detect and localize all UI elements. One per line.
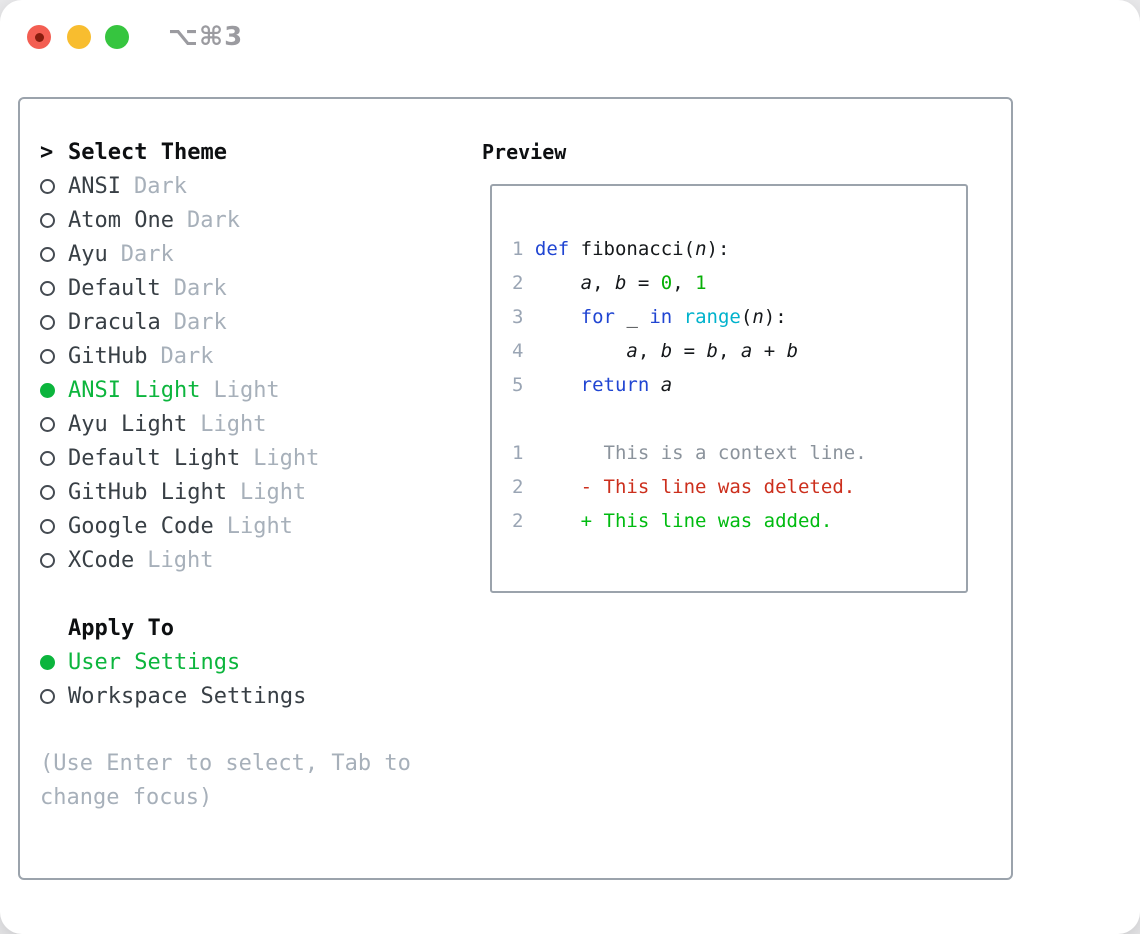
option-label: Workspace Settings: [68, 683, 307, 709]
option-theme-github[interactable]: GitHub Dark: [40, 339, 482, 373]
radio-icon: [40, 518, 55, 534]
option-theme-atom-one[interactable]: Atom One Dark: [40, 203, 482, 237]
option-label: Default Light: [68, 445, 241, 471]
radio-cell: [40, 552, 68, 568]
diff-line-add: 2 + This line was added.: [512, 510, 833, 532]
option-label: GitHub Light: [68, 479, 227, 505]
option-user-settings[interactable]: User Settings: [40, 645, 482, 679]
close-button[interactable]: [27, 25, 51, 49]
radio-icon: [40, 314, 55, 330]
preview-title: Preview: [482, 140, 567, 164]
hint-text: (Use Enter to select, Tab to change focu…: [40, 751, 411, 810]
minimize-button[interactable]: [67, 25, 91, 49]
option-label: Atom One: [68, 207, 174, 233]
radio-cell: [40, 246, 68, 262]
select-theme-title: Select Theme: [68, 139, 227, 165]
radio-cell: [40, 654, 68, 670]
radio-cell: [40, 450, 68, 466]
radio-icon: [40, 484, 55, 500]
option-label: ANSI: [68, 173, 121, 199]
radio-cell: [40, 178, 68, 194]
option-theme-default[interactable]: Default Dark: [40, 271, 482, 305]
titlebar: ⌥⌘3: [0, 0, 1140, 97]
preview-box: 1 def fibonacci(n): 2 a, b = 0, 1 3 for _ …: [490, 184, 968, 593]
option-tag: Dark: [120, 241, 174, 267]
option-label: GitHub: [68, 343, 148, 369]
radio-cell: [40, 416, 68, 432]
cursor-icon: >: [40, 139, 54, 165]
radio-cell: [40, 518, 68, 534]
code-line-3: 3 for _ in range(n):: [512, 306, 787, 328]
option-theme-github-light[interactable]: GitHub Light Light: [40, 475, 482, 509]
option-tag: Dark: [173, 275, 227, 301]
option-theme-ayu-light[interactable]: Ayu Light Light: [40, 407, 482, 441]
radio-icon: [40, 416, 55, 432]
radio-icon: [40, 688, 55, 704]
code-line-1: 1 def fibonacci(n):: [512, 238, 730, 260]
option-tag: Dark: [133, 173, 187, 199]
option-tag: Light: [239, 479, 307, 505]
option-label: Default: [68, 275, 161, 301]
preview-column: Preview 1 def fibonacci(n): 2 a, b = 0, 1…: [482, 99, 1011, 878]
option-tag: Light: [226, 513, 293, 539]
radio-icon: [40, 280, 55, 296]
option-label: Google Code: [68, 513, 214, 539]
radio-icon: [40, 246, 55, 262]
option-label: Dracula: [68, 309, 161, 335]
radio-icon: [40, 178, 55, 194]
option-label: XCode: [68, 547, 135, 573]
option-tag: Dark: [173, 309, 227, 335]
option-theme-xcode[interactable]: XCode Light: [40, 543, 482, 577]
window-shortcut-label: ⌥⌘3: [168, 22, 244, 52]
radio-cell: [40, 314, 68, 330]
option-label: Ayu Light: [68, 411, 188, 437]
radio-cell: [40, 382, 68, 398]
radio-cell: [40, 688, 68, 704]
preview-code: 1 def fibonacci(n): 2 a, b = 0, 1 3 for _ …: [512, 232, 966, 538]
option-tag: Light: [147, 547, 214, 573]
radio-icon: [40, 212, 55, 228]
option-tag: Light: [213, 377, 280, 403]
radio-cell: [40, 280, 68, 296]
close-dot-icon: [34, 32, 44, 42]
radio-cell: [40, 348, 68, 364]
radio-icon: [40, 552, 55, 568]
option-tag: Dark: [186, 207, 240, 233]
diff-line-del: 2 - This line was deleted.: [512, 476, 856, 498]
radio-icon: [40, 450, 55, 466]
cursor-marker: >: [40, 140, 68, 165]
code-line-4: 4 a, b = b, a + b: [512, 340, 799, 362]
radio-selected-icon: [40, 382, 55, 398]
radio-cell: [40, 212, 68, 228]
diff-line-ctx: 1 This is a context line.: [512, 442, 867, 464]
radio-icon: [40, 348, 55, 364]
option-label: ANSI Light: [68, 377, 201, 403]
option-theme-ansi[interactable]: ANSI Dark: [40, 169, 482, 203]
radio-selected-icon: [40, 654, 55, 670]
code-blank-line: [512, 402, 966, 436]
radio-cell: [40, 484, 68, 500]
option-workspace-settings[interactable]: Workspace Settings: [40, 679, 482, 713]
code-line-2: 2 a, b = 0, 1: [512, 272, 707, 294]
option-theme-google-code[interactable]: Google Code Light: [40, 509, 482, 543]
option-theme-ayu[interactable]: Ayu Dark: [40, 237, 482, 271]
code-line-5: 5 return a: [512, 374, 673, 396]
maximize-button[interactable]: [105, 25, 129, 49]
option-theme-ansi-light[interactable]: ANSI Light Light: [40, 373, 482, 407]
option-theme-dracula[interactable]: Dracula Dark: [40, 305, 482, 339]
option-label: Ayu: [68, 241, 108, 267]
option-tag: Light: [253, 445, 320, 471]
apply-to-title: Apply To: [68, 615, 174, 641]
option-theme-default-light[interactable]: Default Light Light: [40, 441, 482, 475]
apply-to-header: Apply To: [40, 611, 482, 645]
option-tag: Light: [200, 411, 267, 437]
option-tag: Dark: [160, 343, 214, 369]
option-label: User Settings: [68, 649, 241, 675]
select-theme-header: > Select Theme: [40, 135, 482, 169]
